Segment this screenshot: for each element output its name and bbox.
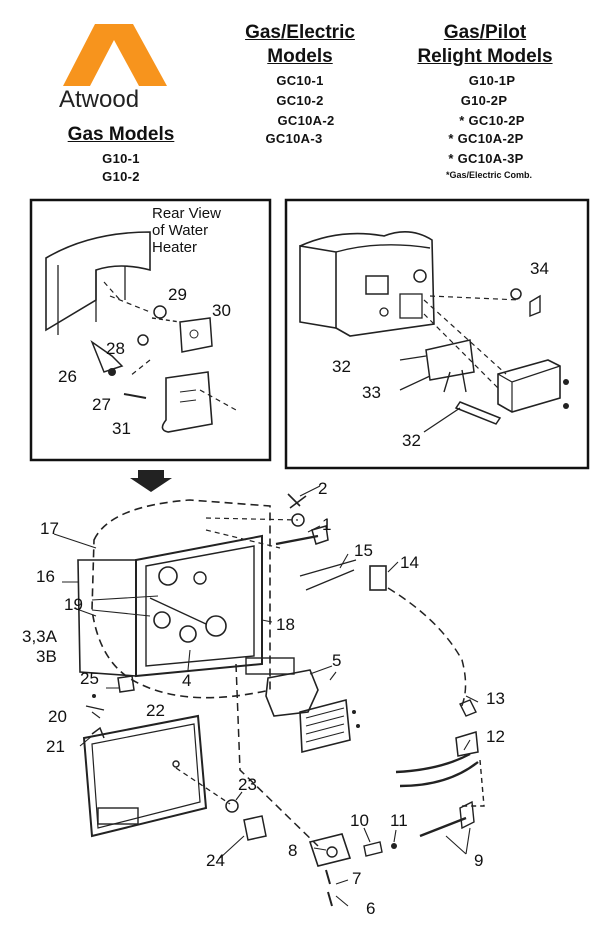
gas-electric-model-item: GC10A-2 bbox=[277, 113, 335, 128]
part-label-10: 10 bbox=[350, 811, 369, 830]
gas-model-g10-1: G10-1 bbox=[102, 151, 140, 166]
pilot-relight-inset: 34 32 33 32 bbox=[284, 198, 590, 470]
rear-view-caption-line2: of Water bbox=[152, 222, 208, 239]
part-label-27: 27 bbox=[92, 395, 111, 414]
part-label-4: 4 bbox=[182, 671, 191, 690]
part-label-31: 31 bbox=[112, 419, 131, 438]
part-33-sketch bbox=[425, 339, 475, 381]
part-label-18: 18 bbox=[276, 615, 295, 634]
down-arrow-icon bbox=[130, 470, 172, 492]
part-label-3b: 3B bbox=[36, 647, 57, 666]
gas-electric-model-item: GC10-2 bbox=[276, 93, 324, 108]
part-label-8: 8 bbox=[288, 841, 297, 860]
part-label-32-upper: 32 bbox=[332, 357, 351, 376]
pilot-model-item: * GC10-2P bbox=[459, 113, 525, 128]
gas-models-title: Gas Models bbox=[67, 124, 175, 145]
gas-electric-model-item: GC10A-3 bbox=[265, 131, 323, 146]
part-label-6: 6 bbox=[366, 899, 375, 918]
pilot-footnote: *Gas/Electric Comb. bbox=[445, 170, 533, 180]
heater-shell-sketch bbox=[45, 231, 151, 332]
part-label-3-3a: 3,3A bbox=[22, 627, 58, 646]
part-label-7: 7 bbox=[352, 869, 361, 888]
part-label-11: 11 bbox=[390, 811, 408, 830]
part-label-28: 28 bbox=[106, 339, 125, 358]
part-label-32-lower: 32 bbox=[402, 431, 421, 450]
part-label-25: 25 bbox=[80, 669, 99, 688]
part-label-9: 9 bbox=[474, 851, 483, 870]
rear-view-caption-line1: Rear View bbox=[152, 205, 221, 222]
pilot-heater-body bbox=[299, 245, 337, 329]
part-label-34: 34 bbox=[530, 259, 549, 278]
part-30-sketch bbox=[179, 317, 213, 353]
part-label-24: 24 bbox=[206, 851, 225, 870]
atwood-brand-name: Atwood bbox=[59, 86, 140, 113]
part-8-sketch bbox=[308, 833, 352, 867]
tank-outline bbox=[91, 499, 271, 699]
pilot-title-line2: Relight Models bbox=[417, 46, 553, 67]
gas-electric-title-line1: Gas/Electric bbox=[245, 22, 355, 43]
part-label-13: 13 bbox=[486, 689, 505, 708]
pilot-model-item: G10-1P bbox=[468, 73, 516, 88]
part-label-30: 30 bbox=[212, 301, 231, 320]
part-label-26: 26 bbox=[58, 367, 77, 386]
part-label-29: 29 bbox=[168, 285, 187, 304]
part-label-12: 12 bbox=[486, 727, 505, 746]
atwood-logo: Atwood bbox=[55, 22, 175, 117]
part-label-5: 5 bbox=[332, 651, 341, 670]
part-label-21: 21 bbox=[46, 737, 65, 756]
part-label-1: 1 bbox=[322, 515, 331, 534]
part-label-23: 23 bbox=[238, 775, 257, 794]
gas-electric-title-line2: Models bbox=[267, 46, 333, 67]
rear-view-caption-line3: Heater bbox=[152, 239, 197, 256]
part-label-14: 14 bbox=[400, 553, 419, 572]
pilot-model-item: * GC10A-3P bbox=[448, 151, 524, 166]
part-34-sketch bbox=[497, 359, 561, 413]
part-label-15: 15 bbox=[354, 541, 373, 560]
part-label-20: 20 bbox=[48, 707, 67, 726]
rear-view-inset: Rear View of Water Heater 29 30 28 26 27… bbox=[29, 198, 272, 462]
pilot-title-line1: Gas/Pilot bbox=[443, 22, 527, 43]
part-5-sketch bbox=[265, 669, 319, 717]
atwood-logo-mark bbox=[63, 24, 167, 86]
part-label-33: 33 bbox=[362, 383, 381, 402]
part-label-22: 22 bbox=[146, 701, 165, 720]
pilot-model-item: G10-2P bbox=[460, 93, 508, 108]
part-26-sketch bbox=[90, 339, 124, 373]
access-door bbox=[82, 714, 208, 838]
pilot-model-item: * GC10A-2P bbox=[448, 131, 524, 146]
part-label-17: 17 bbox=[40, 519, 59, 538]
gas-electric-model-item: GC10-1 bbox=[276, 73, 324, 88]
gas-model-g10-2: G10-2 bbox=[102, 169, 140, 184]
part-label-2: 2 bbox=[318, 479, 327, 498]
part-label-19: 19 bbox=[64, 595, 83, 614]
part-31-sketch bbox=[161, 371, 213, 433]
main-exploded-view: 2 1 15 14 17 16 19 18 3,3A 3B 4 5 25 20 … bbox=[22, 479, 505, 918]
part-label-16: 16 bbox=[36, 567, 55, 586]
